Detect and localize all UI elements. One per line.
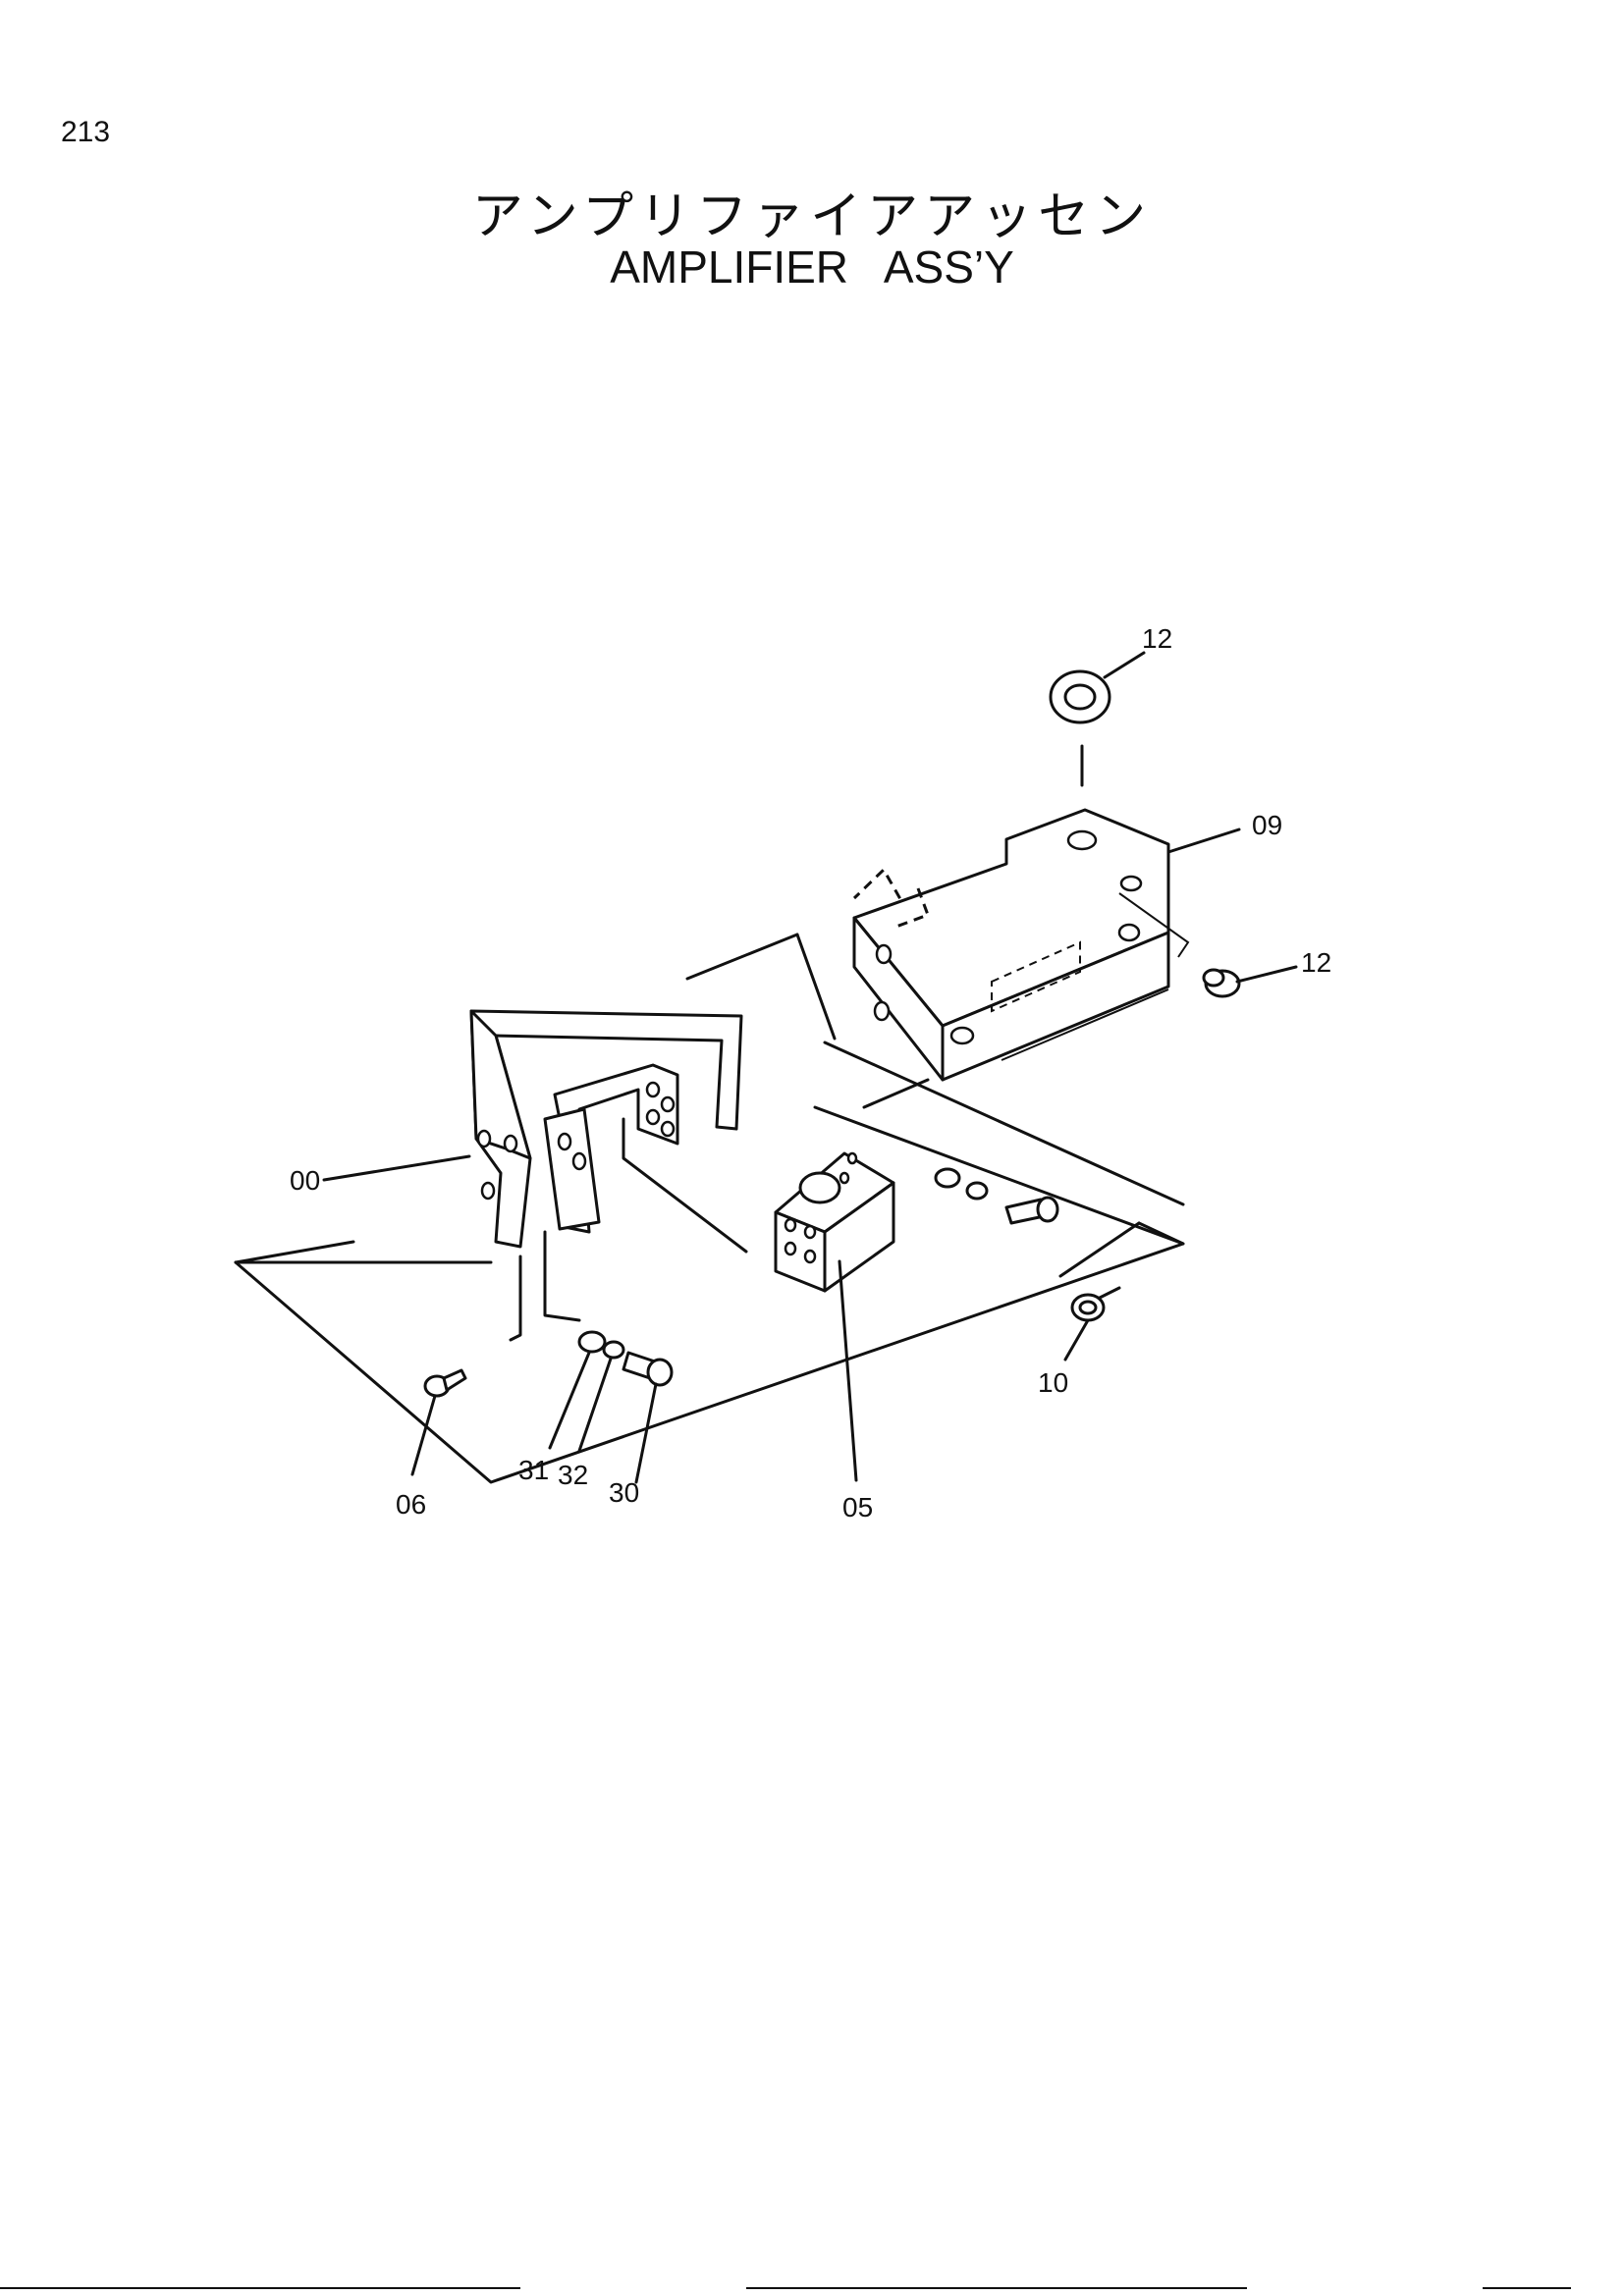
callout-32: 32 [558,1460,588,1490]
bolt-washer-set [577,1330,674,1387]
tapping-screw [423,1368,467,1398]
bolt-head [646,1358,674,1387]
grommet-plug [1202,968,1241,998]
callout-09: 09 [1252,810,1282,840]
footer-rule-mid [746,2287,1247,2289]
title-japanese: アンプリファイアアッセン [471,187,1153,246]
block-fasteners [934,1167,1059,1225]
callout-labels: 12 09 12 00 05 10 06 31 32 30 [290,623,1331,1522]
footer-rule-right [1483,2287,1571,2289]
grommet-ring [1049,669,1111,787]
callout-30: 30 [609,1477,639,1508]
amplifier-housing [852,808,1190,1082]
housing-top-hole [1066,829,1098,851]
assembly-guide-lines [234,746,1185,1484]
callout-12-top: 12 [1142,623,1172,654]
lock-washer [602,1340,625,1360]
mounting-bracket [469,1009,748,1342]
callout-06: 06 [396,1489,426,1520]
footer-rule-left [0,2287,520,2289]
amplifier-block [774,1151,895,1293]
title-english: AMPLIFIER ASS’Y [610,241,1014,293]
leader-lines [322,651,1298,1484]
callout-12-right: 12 [1301,947,1331,978]
callout-00: 00 [290,1165,320,1196]
callout-10: 10 [1038,1367,1068,1398]
screw-with-washer [1070,1286,1121,1322]
washer [577,1330,607,1354]
callout-05: 05 [842,1492,873,1522]
callout-31: 31 [518,1455,549,1485]
page-number: 213 [61,116,111,148]
